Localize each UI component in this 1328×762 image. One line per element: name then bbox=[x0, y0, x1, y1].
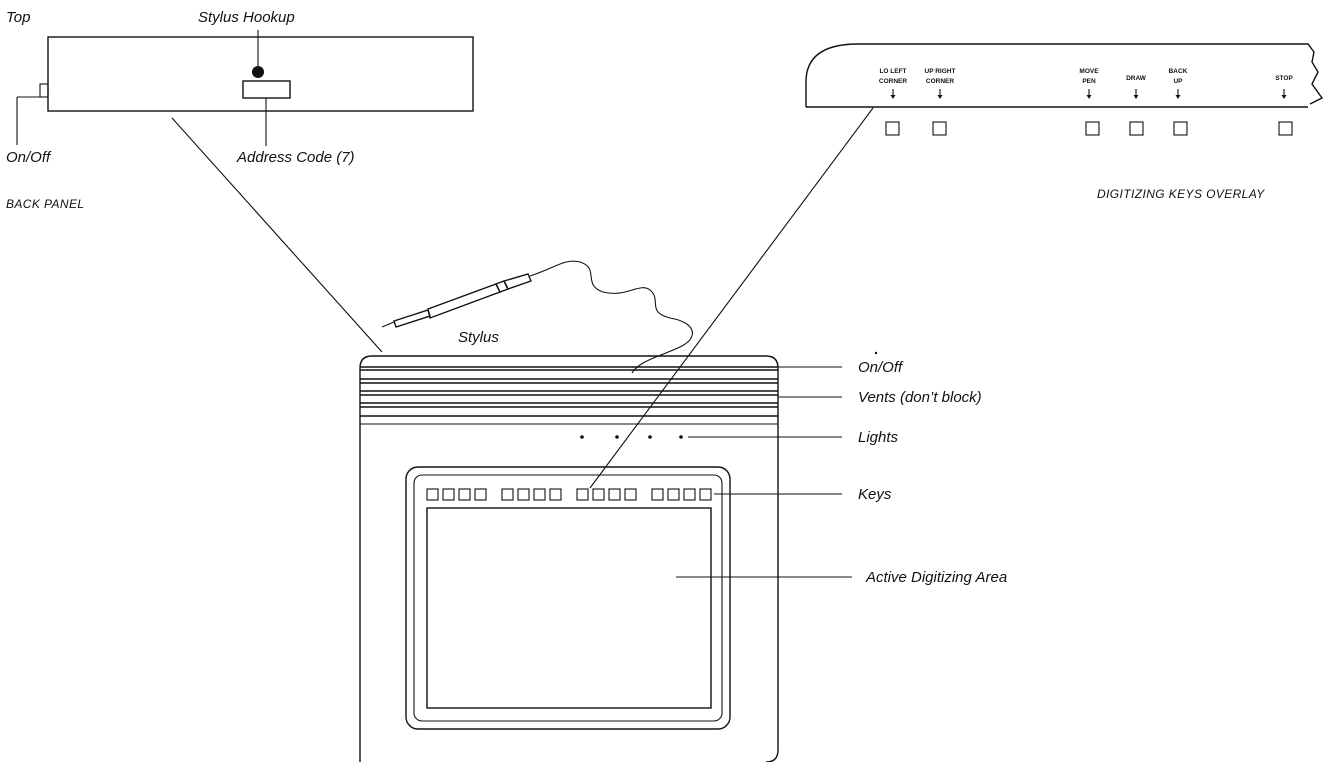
tablet-key bbox=[667, 488, 680, 501]
overlay-key-label: UP bbox=[1173, 78, 1183, 85]
tablet-key bbox=[426, 488, 439, 501]
keys-overlay-zoom-line bbox=[589, 107, 874, 489]
digitizing-frame-inner bbox=[413, 474, 723, 722]
overlay-key-arrowhead bbox=[1175, 95, 1181, 99]
back-panel-zoom-line bbox=[171, 117, 383, 353]
stylus: Stylus bbox=[381, 260, 693, 374]
stylus-nib bbox=[393, 309, 431, 328]
stylus-hookup-port bbox=[252, 66, 264, 78]
tablet-lights bbox=[580, 435, 683, 439]
overlay-key-square bbox=[932, 121, 947, 136]
vents-label: Vents (don’t block) bbox=[858, 389, 982, 406]
overlay-key-stop: STOP bbox=[1275, 75, 1293, 136]
overlay-key-arrowhead bbox=[890, 95, 896, 99]
tablet-key bbox=[683, 488, 696, 501]
tablet-key bbox=[458, 488, 471, 501]
overlay-key-square bbox=[1173, 121, 1188, 136]
tablet-key bbox=[576, 488, 589, 501]
tablet-key bbox=[533, 488, 546, 501]
tablet bbox=[359, 355, 779, 762]
stylus-label: Stylus bbox=[458, 329, 499, 346]
light-dot bbox=[648, 435, 652, 439]
overlay-key-label: LO LEFT bbox=[879, 68, 906, 75]
overlay-key-arrowhead bbox=[937, 95, 943, 99]
on-off-mark bbox=[874, 351, 878, 355]
overlay-key-back-up: BACK UP bbox=[1169, 68, 1188, 136]
overlay-key-arrowhead bbox=[1281, 95, 1287, 99]
light-dot bbox=[580, 435, 584, 439]
back-panel-title: BACK PANEL bbox=[6, 197, 84, 211]
overlay-key-arrowhead bbox=[1086, 95, 1092, 99]
tablet-key bbox=[501, 488, 514, 501]
address-code-switch bbox=[242, 80, 291, 99]
overlay-key-label: UP RIGHT bbox=[925, 68, 956, 75]
overlay-key-label: STOP bbox=[1275, 75, 1293, 82]
overlay-key-label: CORNER bbox=[879, 78, 907, 85]
stylus-tip bbox=[381, 321, 395, 328]
tablet-vents bbox=[360, 366, 778, 425]
light-dot bbox=[679, 435, 683, 439]
overlay-key-lo-left-corner: LO LEFT CORNER bbox=[879, 68, 907, 136]
stylus-end bbox=[502, 273, 532, 290]
overlay-key-label: DRAW bbox=[1126, 75, 1147, 82]
overlay-title: DIGITIZING KEYS OVERLAY bbox=[1097, 187, 1265, 201]
stylus-barrel bbox=[427, 283, 501, 319]
overlay-key-label: PEN bbox=[1082, 78, 1096, 85]
tablet-key bbox=[442, 488, 455, 501]
back-panel: Top Stylus Hookup On/Off Address Code (7… bbox=[6, 9, 474, 211]
on-off-switch bbox=[39, 83, 49, 98]
overlay-key-move-pen: MOVE PEN bbox=[1079, 68, 1100, 136]
tablet-key bbox=[517, 488, 530, 501]
active-digitizing-area bbox=[426, 507, 712, 709]
tablet-key bbox=[699, 488, 712, 501]
back-panel-outline bbox=[47, 36, 474, 112]
overlay-key-draw: DRAW bbox=[1126, 75, 1147, 136]
overlay-outline bbox=[805, 43, 1324, 107]
overlay-key-label: BACK bbox=[1169, 68, 1188, 75]
light-dot bbox=[615, 435, 619, 439]
digitizing-frame-outer bbox=[405, 466, 731, 730]
tablet-key bbox=[624, 488, 637, 501]
tablet-body bbox=[359, 355, 779, 762]
tablet-key bbox=[608, 488, 621, 501]
tablet-key bbox=[651, 488, 664, 501]
tablet-on-off-label: On/Off bbox=[858, 359, 904, 376]
keys-label: Keys bbox=[858, 486, 892, 503]
overlay-key-up-right-corner: UP RIGHT CORNER bbox=[925, 68, 956, 136]
stylus-cord bbox=[529, 260, 693, 374]
tablet-key bbox=[549, 488, 562, 501]
overlay-key-square bbox=[1129, 121, 1144, 136]
back-on-off-label: On/Off bbox=[6, 149, 52, 166]
tablet-keys bbox=[426, 488, 712, 501]
overlay-key-arrowhead bbox=[1133, 95, 1139, 99]
tablet-callouts: On/Off Vents (don’t block) Lights Keys A… bbox=[676, 351, 1007, 586]
top-label: Top bbox=[6, 9, 30, 26]
overlay-key-square bbox=[1278, 121, 1293, 136]
lights-label: Lights bbox=[858, 429, 899, 446]
overlay-key-square bbox=[1085, 121, 1100, 136]
tablet-key bbox=[474, 488, 487, 501]
overlay-key-square bbox=[885, 121, 900, 136]
tablet-key bbox=[592, 488, 605, 501]
address-code-label: Address Code (7) bbox=[236, 149, 355, 166]
active-area-label: Active Digitizing Area bbox=[865, 569, 1007, 586]
stylus-hookup-label: Stylus Hookup bbox=[198, 9, 295, 26]
overlay-key-label: MOVE bbox=[1079, 68, 1099, 75]
overlay-key-label: CORNER bbox=[926, 78, 954, 85]
digitizing-keys-overlay: LO LEFT CORNER UP RIGHT CORNER MOVE PEN … bbox=[805, 43, 1324, 201]
